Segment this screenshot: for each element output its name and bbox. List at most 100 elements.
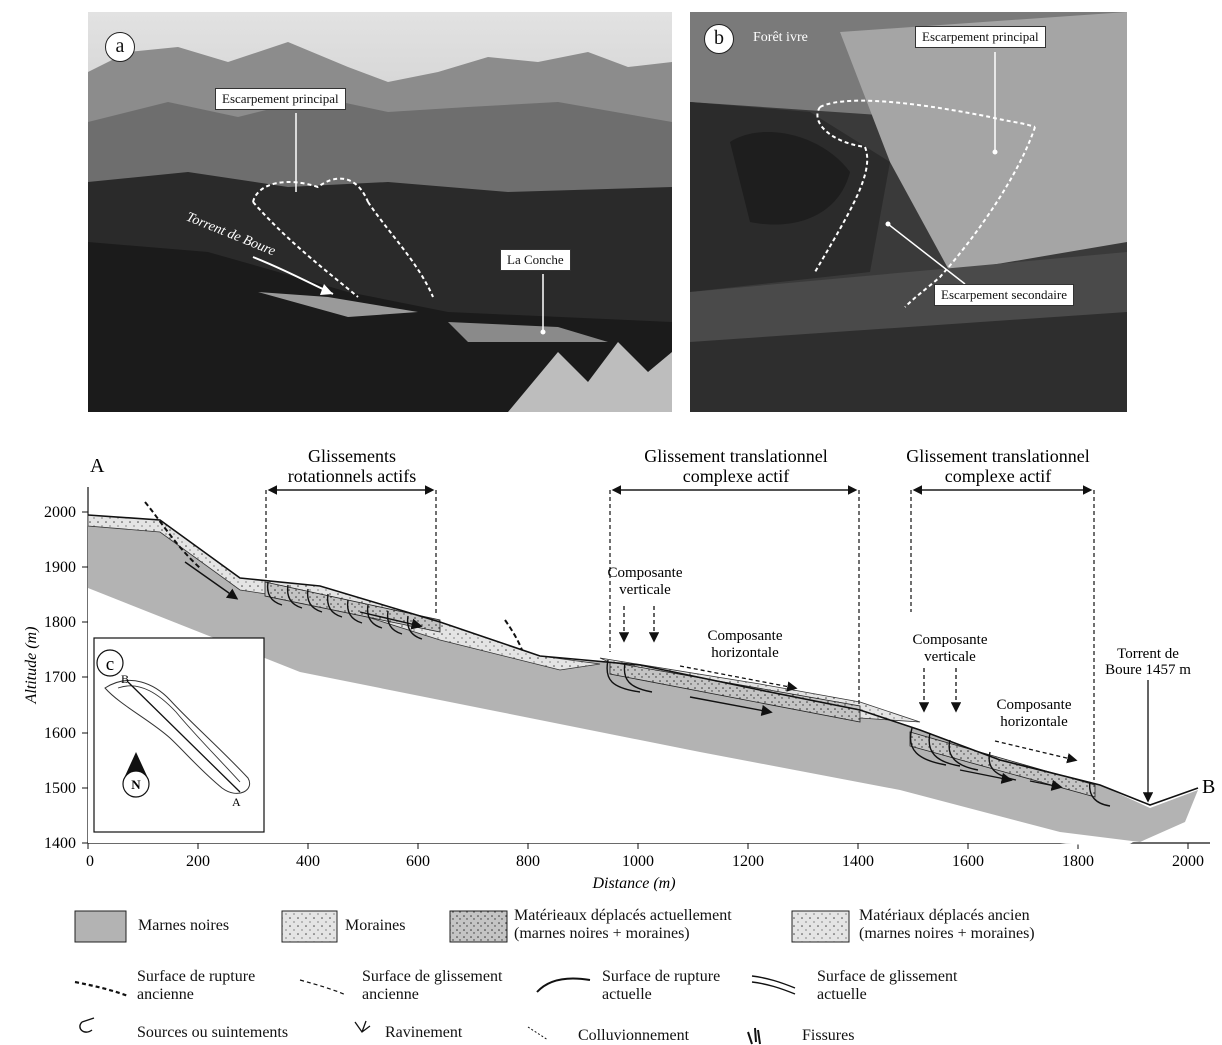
x-tick-1000: 1000 bbox=[622, 853, 654, 870]
y-tick-1700: 1700 bbox=[44, 669, 76, 686]
legend-label-actuel-line1: Matérieaux déplacés actuellement bbox=[514, 907, 732, 924]
photo-b-forest bbox=[690, 12, 1127, 412]
label-la-conche: La Conche bbox=[500, 249, 571, 271]
y-tick-1900: 1900 bbox=[44, 559, 76, 576]
legend-label-fissures: Fissures bbox=[802, 1027, 855, 1044]
component-labels: Composante verticale Composante horizont… bbox=[608, 565, 1072, 730]
x-tick-1200: 1200 bbox=[732, 853, 764, 870]
legend-icon-fissures bbox=[747, 1027, 761, 1045]
legend-symbols bbox=[74, 910, 850, 1045]
torrent-label-line1: Torrent de bbox=[1117, 646, 1179, 662]
section-c-badge: c bbox=[106, 654, 114, 675]
legend-label-glissement-actuel-line1: Surface de glissement bbox=[817, 968, 958, 985]
x-ticks bbox=[87, 843, 1189, 849]
comp-vert-2-line1: Composante bbox=[913, 632, 988, 648]
zone2-label-line1: Glissement translationnel bbox=[644, 446, 827, 466]
x-tick-labels: 0 200 400 600 800 1000 1200 1400 1600 18… bbox=[86, 853, 1204, 870]
legend-swatch-marnes bbox=[74, 910, 127, 943]
legend-label-glissement-actuel-line2: actuelle bbox=[817, 986, 867, 1003]
ancient-rupture-surface bbox=[144, 501, 201, 569]
comp-horiz-2-line2: horizontale bbox=[1000, 714, 1068, 730]
x-tick-2000: 2000 bbox=[1172, 853, 1204, 870]
y-ticks bbox=[82, 511, 88, 844]
legend-label-ancien-line1: Matériaux déplacés ancien bbox=[859, 907, 1030, 924]
y-tick-1500: 1500 bbox=[44, 780, 76, 797]
x-tick-0: 0 bbox=[86, 853, 94, 870]
legend-line-glissement-actuel bbox=[751, 975, 796, 989]
legend-label-ravinement: Ravinement bbox=[385, 1024, 463, 1041]
x-tick-600: 600 bbox=[406, 853, 430, 870]
label-foret-ivre: Forêt ivre bbox=[753, 30, 808, 45]
north-label: N bbox=[131, 777, 141, 792]
x-tick-400: 400 bbox=[296, 853, 320, 870]
label-escarpement-principal-a: Escarpement principal bbox=[215, 88, 346, 110]
legend-label-marnes: Marnes noires bbox=[138, 917, 230, 934]
photo-b-badge: b bbox=[704, 24, 734, 54]
comp-vert-2-line2: verticale bbox=[924, 649, 976, 665]
active-material-zone-1 bbox=[264, 581, 441, 633]
legend-label-sources: Sources ou suintements bbox=[137, 1024, 289, 1041]
legend-label-actuel-line2: (marnes noires + moraines) bbox=[514, 925, 690, 942]
legend-label-glissement-ancien-line2: ancienne bbox=[362, 986, 419, 1003]
legend-label-rupture-actuelle-line1: Surface de rupture bbox=[602, 968, 721, 985]
legend-icon-colluvionnement bbox=[527, 1026, 549, 1041]
label-escarpement-principal-b: Escarpement principal bbox=[915, 26, 1046, 48]
legend-label-glissement-ancien-line1: Surface de glissement bbox=[362, 968, 503, 985]
y-tick-labels: 2000 1900 1800 1700 1600 1500 1400 bbox=[44, 504, 76, 852]
comp-horiz-1-line2: horizontale bbox=[711, 645, 779, 661]
active-material-zone-2 bbox=[609, 661, 861, 723]
component-arrows bbox=[618, 606, 1078, 764]
y-tick-1800: 1800 bbox=[44, 614, 76, 631]
photo-a-landscape bbox=[88, 12, 672, 412]
legend-swatch-ancien bbox=[791, 910, 850, 943]
legend-line-glissement-ancien bbox=[299, 979, 347, 996]
zone1-label-line2: rotationnels actifs bbox=[288, 466, 416, 486]
legend-label-rupture-actuelle-line2: actuelle bbox=[602, 986, 652, 1003]
photo-a: a Escarpement principal Torrent de Boure… bbox=[88, 12, 672, 412]
marnes-noires-layer bbox=[88, 520, 1198, 842]
zone1-label-line1: Glissements bbox=[308, 446, 396, 466]
legend-label-ancien-line2: (marnes noires + moraines) bbox=[859, 925, 1035, 942]
zone-brackets bbox=[265, 485, 1095, 780]
x-tick-1400: 1400 bbox=[842, 853, 874, 870]
comp-horiz-1-line1: Composante bbox=[708, 628, 783, 644]
x-axis-label: Distance (m) bbox=[591, 875, 675, 892]
point-a-label: A bbox=[90, 455, 105, 477]
north-arrow-icon bbox=[125, 752, 147, 776]
actual-rupture-surfaces bbox=[266, 581, 1111, 807]
legend-swatch-actuel bbox=[449, 910, 508, 943]
y-axis-label: Altitude (m) bbox=[23, 627, 40, 705]
x-tick-1600: 1600 bbox=[952, 853, 984, 870]
torrent-label-line2: Boure 1457 m bbox=[1105, 662, 1191, 678]
ancient-rupture-surface-2 bbox=[504, 619, 523, 651]
zone2-label-line2: complexe actif bbox=[683, 466, 789, 486]
comp-horiz-2-line1: Composante bbox=[997, 697, 1072, 713]
zone-labels: Glissements rotationnels actifs Glisseme… bbox=[288, 446, 1090, 486]
legend-line-rupture-ancienne bbox=[74, 980, 129, 998]
inset-profile-line bbox=[127, 681, 241, 793]
legend-label-moraines: Moraines bbox=[345, 917, 406, 934]
inset-point-a: A bbox=[232, 795, 241, 809]
zone3-label-line1: Glissement translationnel bbox=[906, 446, 1089, 466]
legend-label-rupture-ancienne-line1: Surface de rupture bbox=[137, 968, 256, 985]
section-c-badge-circle bbox=[96, 649, 124, 677]
x-tick-1800: 1800 bbox=[1062, 853, 1094, 870]
legend-icon-sources bbox=[79, 1017, 95, 1033]
inset-point-b: B bbox=[121, 672, 129, 686]
point-b-label: B bbox=[1202, 776, 1215, 798]
legend-line-rupture-actuelle bbox=[536, 977, 591, 993]
comp-vert-1-line1: Composante bbox=[608, 565, 683, 581]
photo-b: b Forêt ivre Escarpement principal Escar… bbox=[690, 12, 1127, 412]
photo-a-badge: a bbox=[105, 32, 135, 62]
inset-map: c B A N bbox=[93, 637, 265, 833]
x-tick-200: 200 bbox=[186, 853, 210, 870]
cross-section-diagram: 2000 1900 1800 1700 1600 1500 1400 0 200… bbox=[23, 446, 1215, 892]
legend-icon-ravinement bbox=[354, 1020, 371, 1033]
legend-label-rupture-ancienne-line2: ancienne bbox=[137, 986, 194, 1003]
y-tick-1600: 1600 bbox=[44, 725, 76, 742]
ground-surface bbox=[87, 514, 1199, 806]
y-tick-1400: 1400 bbox=[44, 835, 76, 852]
legend-swatch-moraines bbox=[281, 910, 338, 943]
x-tick-800: 800 bbox=[516, 853, 540, 870]
y-tick-2000: 2000 bbox=[44, 504, 76, 521]
